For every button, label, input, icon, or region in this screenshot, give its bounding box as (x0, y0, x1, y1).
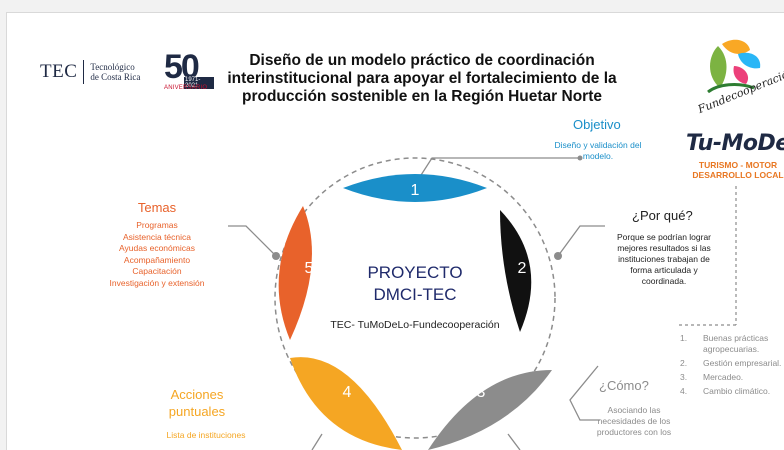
list-item: 4. Cambio climático. (680, 386, 784, 397)
dashed-ring (274, 157, 556, 439)
como-text-line-2: necesidades de los (597, 416, 671, 426)
tumodelo-title: Tu-MoDeLo (686, 131, 784, 156)
dot-porque (554, 252, 562, 260)
list-item-text: Cambio climático. (703, 386, 771, 396)
tec-wordmark: TEC (40, 61, 78, 82)
connector-acciones (311, 433, 323, 450)
temas-item: Investigación y extensión (109, 277, 205, 288)
tec-logo-subtitle: Tecnológico de Costa Rica (90, 62, 140, 82)
segment-1-number: 1 (411, 182, 420, 199)
segment-5 (278, 206, 312, 340)
tec-logo-divider (83, 60, 85, 84)
topics-list: 1. Buenas prácticas agropecuarias. 2. Gest… (680, 333, 784, 400)
project-title: PROYECTO DMCI-TEC (330, 262, 500, 306)
connector-temas (228, 225, 277, 257)
anniversary-years: 1971-2021 (184, 77, 214, 89)
list-item: 1. Buenas prácticas agropecuarias. (680, 333, 784, 355)
project-title-line-1: PROYECTO (367, 263, 463, 282)
title-line-3: producción sostenible en la Región Hueta… (242, 88, 602, 105)
project-title-line-2: DMCI-TEC (373, 285, 457, 304)
acciones-heading-line-1: Acciones (170, 387, 224, 402)
tumodelo-subtitle-line-1: TURISMO - MOTOR (698, 160, 778, 170)
temas-item: Programas (136, 220, 178, 230)
porque-heading: ¿Por qué? (632, 208, 693, 223)
list-item-text: Buenas prácticas agropecuarias. (703, 333, 769, 354)
temas-list: Programas Asistencia técnica Ayudas econ… (90, 220, 224, 289)
anniversary-label: ANIVERSARIO (164, 85, 208, 91)
porque-text-line-4: forma articulada y (630, 265, 698, 275)
acciones-heading: Acciones puntuales (152, 386, 242, 420)
logo-leaf-green (710, 46, 727, 88)
list-item-number: 1. (680, 333, 688, 343)
list-item-number: 4. (680, 386, 688, 396)
temas-item: Capacitación (132, 266, 182, 276)
temas-heading: Temas (137, 200, 177, 215)
objetivo-text: Diseño y validación del modelo. (548, 140, 648, 162)
porque-text-line-3: instituciones trabajan de (618, 254, 710, 264)
list-item-text: Mercadeo. (703, 372, 744, 382)
porque-text: Porque se podrían lograr mejores resulta… (604, 232, 724, 287)
temas-item: Acompañamiento (123, 254, 191, 265)
logo-leaf-blue (738, 52, 761, 69)
acciones-heading-line-2: puntuales (168, 404, 226, 419)
segment-2-number: 2 (518, 260, 527, 277)
segment-1 (343, 174, 487, 202)
porque-text-line-1: Porque se podrían lograr (616, 232, 712, 242)
dot-objetivo-end (577, 155, 583, 161)
list-item: 2. Gestión empresarial. (680, 358, 784, 369)
temas-item: Asistencia técnica (122, 231, 192, 242)
segment-5-number: 5 (305, 260, 314, 277)
acciones-text: Lista de instituciones (166, 430, 246, 440)
fundecooperacion-logo (707, 39, 761, 94)
objetivo-heading: Objetivo (573, 117, 621, 132)
window-left-bar (0, 12, 7, 450)
project-subtitle: TEC- TuMoDeLo-Fundecooperación (330, 319, 500, 331)
segment-3 (428, 370, 552, 450)
logo-hand (707, 83, 755, 94)
tec-logo: TEC Tecnológico de Costa Rica (40, 60, 140, 84)
segment-2 (500, 210, 532, 332)
logo-leaf-pink (733, 66, 749, 84)
connector-como (569, 365, 600, 421)
temas-item: Ayudas económicas (119, 243, 195, 253)
segment-4 (290, 357, 402, 450)
logo-leaf-yellow (722, 39, 750, 54)
window-top-bar (0, 0, 784, 13)
tec-subtitle-line-1: Tecnológico (90, 62, 135, 72)
como-text: Asociando las necesidades de los product… (584, 405, 684, 438)
segment-4-number: 4 (343, 384, 352, 401)
como-text-line-3: productores con los (596, 427, 672, 437)
list-item-text: Gestión empresarial. (703, 358, 782, 368)
objetivo-text-line-2: modelo. (582, 151, 614, 161)
objetivo-text-line-1: Diseño y validación del (554, 140, 642, 150)
page-title: Diseño de un modelo práctico de coordina… (222, 52, 622, 106)
connector-porque (557, 225, 605, 257)
dot-temas (272, 252, 280, 260)
tec-subtitle-line-2: de Costa Rica (90, 72, 141, 82)
list-item-number: 2. (680, 358, 688, 368)
porque-text-line-5: coordinada. (641, 276, 687, 286)
connector-tres (507, 433, 521, 450)
anniversary-logo: 50 1971-2021 ANIVERSARIO (164, 48, 214, 92)
como-text-line-1: Asociando las (607, 405, 661, 415)
segment-3-number: 3 (477, 384, 486, 401)
title-line-2: interinstitucional para apoyar el fortal… (227, 70, 617, 87)
list-item-number: 3. (680, 372, 688, 382)
tumodelo-subtitle: TURISMO - MOTOR DESARROLLO LOCAL (690, 160, 784, 180)
title-line-1: Diseño de un modelo práctico de coordina… (249, 52, 595, 69)
porque-text-line-2: mejores resultados si las (617, 243, 711, 253)
como-heading: ¿Cómo? (599, 378, 649, 393)
list-item: 3. Mercadeo. (680, 372, 784, 383)
tumodelo-subtitle-line-2: DESARROLLO LOCAL (692, 170, 784, 180)
